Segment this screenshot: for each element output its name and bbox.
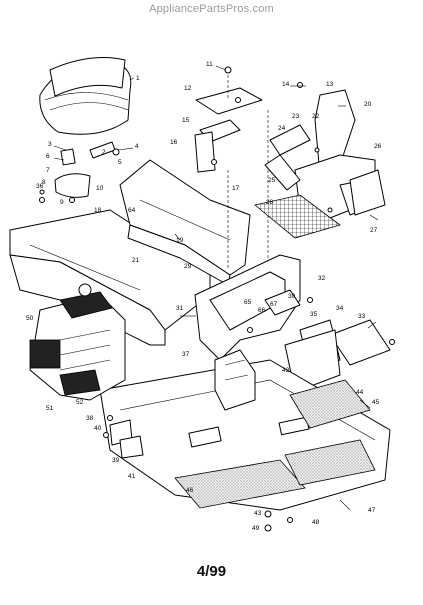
bottom-hardware (264, 510, 293, 532)
callout-17: 17 (232, 185, 240, 192)
callout-37: 37 (182, 351, 190, 358)
fasteners (211, 66, 395, 345)
callout-8: 8 (42, 179, 46, 186)
callout-45: 45 (372, 399, 380, 406)
callout-1: 1 (136, 75, 140, 82)
fuel-tank (214, 349, 256, 411)
callout-46: 46 (186, 487, 194, 494)
callout-50: 50 (26, 315, 34, 322)
callout-30: 30 (288, 293, 296, 300)
callout-2: 2 (102, 149, 106, 156)
seat-hardware (39, 141, 120, 203)
callout-41: 41 (128, 473, 136, 480)
callout-66: 66 (258, 307, 266, 314)
callout-16: 16 (170, 139, 178, 146)
floor-mats (174, 379, 376, 509)
console-plate (194, 70, 311, 270)
callout-23: 23 (292, 113, 300, 120)
callout-40: 40 (94, 425, 102, 432)
callout-34: 34 (336, 305, 344, 312)
callout-18: 18 (94, 207, 102, 214)
callout-38: 38 (86, 415, 94, 422)
callout-28: 28 (266, 199, 274, 206)
callout-42: 42 (282, 367, 290, 374)
callout-14: 14 (282, 81, 290, 88)
watermark-text: AppliancePartsPros.com (149, 3, 274, 15)
callout-48: 48 (312, 519, 320, 526)
callout-47: 47 (368, 507, 376, 514)
callout-43: 43 (254, 510, 262, 517)
callout-26: 26 (374, 143, 382, 150)
hood-assembly (264, 89, 386, 221)
callout-64: 64 (128, 207, 136, 214)
callout-19: 19 (176, 237, 184, 244)
callout-31: 31 (176, 305, 184, 312)
page-footer-date: 4/99 (196, 563, 227, 580)
callout-22: 22 (312, 113, 320, 120)
callout-15: 15 (182, 117, 190, 124)
callout-52: 52 (76, 399, 84, 406)
callout-67: 67 (270, 301, 278, 308)
callout-13: 13 (326, 81, 334, 88)
callout-7: 7 (46, 167, 50, 174)
callout-24: 24 (278, 125, 286, 132)
callout-44: 44 (356, 389, 364, 396)
callout-11: 11 (206, 61, 213, 68)
callout-21: 21 (132, 257, 140, 264)
seat (39, 57, 132, 135)
callout-36: 36 (36, 183, 44, 190)
callout-3: 3 (48, 141, 52, 148)
callout-20: 20 (364, 101, 372, 108)
callout-10: 10 (96, 185, 104, 192)
callout-9: 9 (60, 199, 64, 206)
callout-25: 25 (268, 177, 276, 184)
callout-39: 39 (112, 457, 120, 464)
dash-panel (119, 159, 251, 286)
grille-panel (254, 194, 341, 239)
callout-4: 4 (135, 143, 139, 150)
callout-35: 35 (310, 311, 318, 318)
callout-5: 5 (118, 159, 122, 166)
callout-33: 33 (358, 313, 366, 320)
callout-32: 32 (318, 275, 326, 282)
callout-27: 27 (370, 227, 378, 234)
engine (29, 283, 126, 401)
callout-6: 6 (46, 153, 50, 160)
callout-49: 49 (252, 525, 260, 532)
callout-51: 51 (46, 405, 54, 412)
leader-lines (53, 65, 379, 511)
callout-65: 65 (244, 299, 252, 306)
callout-29: 29 (184, 263, 192, 270)
callout-12: 12 (184, 85, 192, 92)
pedal-brackets (103, 415, 144, 459)
